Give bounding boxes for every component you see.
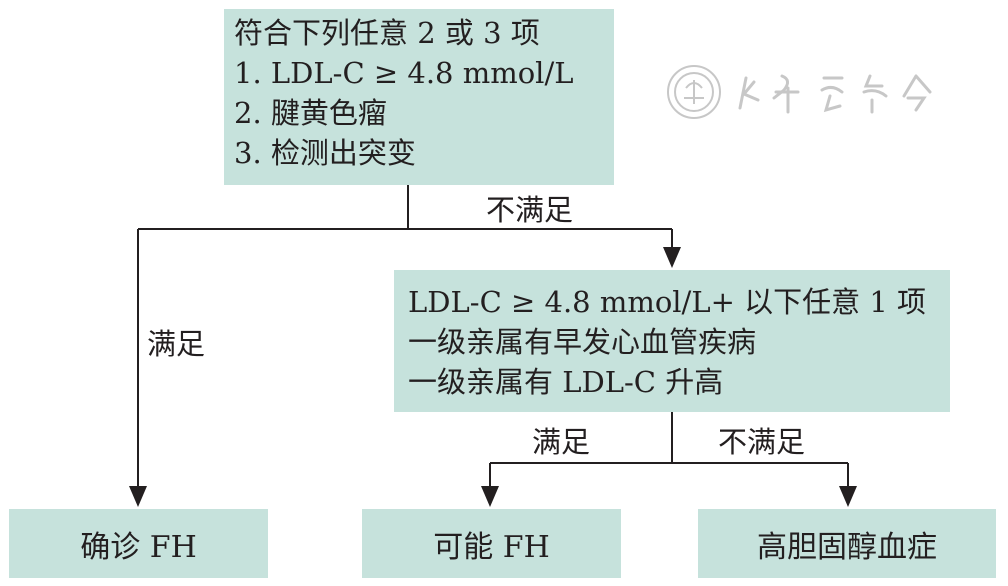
criteria-line-1: 符合下列任意 2 或 3 项: [234, 16, 540, 50]
possible-fh-label: 可能 FH: [433, 529, 550, 565]
criteria-line-2: 1. LDL-C ≥ 4.8 mmol/L: [234, 56, 574, 90]
secondary-criteria-box: LDL-C ≥ 4.8 mmol/L+ 以下任意 1 项 一级亲属有早发心血管疾…: [394, 270, 950, 412]
edge-label-criteria-met: 满足: [147, 327, 206, 361]
edge-label-secondary-met: 满足: [532, 425, 591, 459]
edge-label-criteria-not-met: 不满足: [486, 193, 574, 227]
possible-fh-box: 可能 FH: [362, 509, 621, 578]
criteria-line-3: 2. 腱黄色瘤: [234, 96, 387, 130]
diagnosed-fh-box: 确诊 FH: [9, 509, 268, 578]
secondary-line-1: LDL-C ≥ 4.8 mmol/L+ 以下任意 1 项: [408, 285, 926, 319]
arrowhead-hyperchol: [839, 486, 857, 507]
secondary-line-2: 一级亲属有早发心血管疾病: [408, 325, 757, 359]
society-watermark: [664, 62, 954, 126]
secondary-line-3: 一级亲属有 LDL-C 升高: [408, 365, 724, 399]
criteria-box: 符合下列任意 2 或 3 项 1. LDL-C ≥ 4.8 mmol/L 2. …: [224, 9, 614, 185]
arrowhead-secondary: [663, 247, 681, 268]
arrowhead-possible: [481, 486, 499, 507]
arrowhead-diagnosed: [129, 486, 147, 507]
criteria-line-4: 3. 检测出突变: [234, 136, 416, 170]
diagnosed-fh-label: 确诊 FH: [80, 529, 197, 565]
hypercholesterolemia-label: 高胆固醇血症: [757, 529, 937, 565]
society-seal-icon: [667, 65, 932, 119]
edge-label-secondary-not-met: 不满足: [718, 425, 806, 459]
hypercholesterolemia-box: 高胆固醇血症: [698, 509, 996, 578]
